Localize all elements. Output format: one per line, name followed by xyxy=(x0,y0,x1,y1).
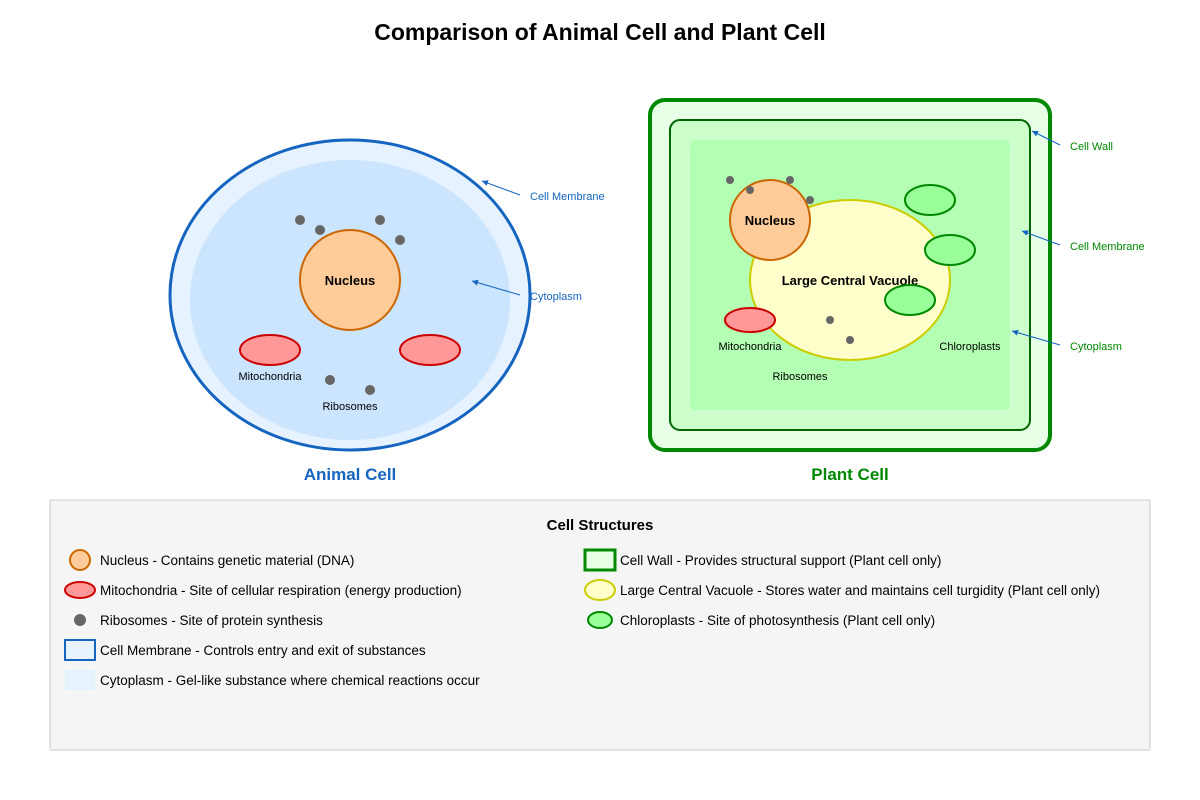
animal-ribosome xyxy=(295,215,305,225)
legend-vacuole-swatch xyxy=(584,579,616,601)
animal-ribosomes-label: Ribosomes xyxy=(322,401,378,413)
legend-ribosome-swatch xyxy=(74,614,86,626)
legend-cell-wall-swatch xyxy=(583,548,617,572)
legend-chloroplast-swatch xyxy=(587,611,613,629)
animal-ribosome xyxy=(315,225,325,235)
plant-vacuole-label: Large Central Vacuole xyxy=(782,273,919,288)
plant-cell-membrane-label: Cell Membrane xyxy=(1070,241,1145,253)
legend-title: Cell Structures xyxy=(547,517,654,534)
plant-mitochondria-label: Mitochondria xyxy=(719,341,783,353)
legend-mitochondria-swatch xyxy=(64,581,96,599)
legend-membrane-swatch xyxy=(64,639,96,661)
animal-cell: Nucleus Mitochondria Ribosomes Cell Memb… xyxy=(168,138,605,484)
plant-mitochondrion xyxy=(724,307,776,333)
legend-item-cell-membrane: Cell Membrane - Controls entry and exit … xyxy=(100,643,426,658)
legend: Cell Structures Nucleus - Contains genet… xyxy=(49,499,1151,751)
legend-item-cytoplasm: Cytoplasm - Gel-like substance where che… xyxy=(100,673,480,688)
plant-ribosome xyxy=(846,336,854,344)
plant-chloroplast xyxy=(904,184,956,216)
animal-cytoplasm-label: Cytoplasm xyxy=(530,291,582,303)
plant-membrane-pointer xyxy=(1021,230,1061,246)
plant-chloroplast xyxy=(924,234,976,266)
animal-ribosome xyxy=(375,215,385,225)
plant-chloroplasts-label: Chloroplasts xyxy=(939,341,1001,353)
page-title: Comparison of Animal Cell and Plant Cell xyxy=(374,19,826,45)
animal-cytoplasm-pointer xyxy=(471,279,521,296)
plant-ribosome xyxy=(726,176,734,184)
legend-item-chloroplasts: Chloroplasts - Site of photosynthesis (P… xyxy=(620,613,935,628)
animal-mitochondrion xyxy=(399,334,461,366)
plant-ribosome xyxy=(786,176,794,184)
plant-cell-wall-label: Cell Wall xyxy=(1070,141,1113,153)
legend-item-cell-wall: Cell Wall - Provides structural support … xyxy=(620,553,941,568)
legend-item-nucleus: Nucleus - Contains genetic material (DNA… xyxy=(100,553,354,568)
plant-nucleus xyxy=(729,179,811,261)
plant-ribosome xyxy=(826,316,834,324)
animal-mitochondria-label: Mitochondria xyxy=(239,371,303,383)
animal-ribosome xyxy=(365,385,375,395)
animal-mitochondrion xyxy=(239,334,301,366)
plant-cell: Large Central Vacuole Nucleus Chloroplas… xyxy=(648,98,1145,484)
legend-nucleus-swatch xyxy=(69,549,91,571)
plant-ribosomes-label: Ribosomes xyxy=(772,371,828,383)
plant-cytoplasm-pointer xyxy=(1011,329,1061,346)
animal-ribosome xyxy=(325,375,335,385)
plant-cell-title: Plant Cell xyxy=(811,465,888,484)
animal-nucleus-label: Nucleus xyxy=(325,273,376,288)
plant-cytoplasm-label: Cytoplasm xyxy=(1070,341,1122,353)
animal-cell-title: Animal Cell xyxy=(304,465,397,484)
plant-nucleus-label: Nucleus xyxy=(745,213,796,228)
animal-membrane-pointer xyxy=(481,180,521,196)
legend-item-ribosomes: Ribosomes - Site of protein synthesis xyxy=(100,613,323,628)
plant-ribosome xyxy=(746,186,754,194)
legend-cytoplasm-swatch xyxy=(65,670,95,690)
plant-wall-pointer xyxy=(1031,130,1061,146)
animal-ribosome xyxy=(395,235,405,245)
animal-cell-membrane-label: Cell Membrane xyxy=(530,191,605,203)
legend-item-vacuole: Large Central Vacuole - Stores water and… xyxy=(620,583,1100,598)
legend-item-mitochondria: Mitochondria - Site of cellular respirat… xyxy=(100,583,462,598)
animal-nucleus xyxy=(299,229,401,331)
plant-chloroplast xyxy=(884,284,936,316)
plant-ribosome xyxy=(806,196,814,204)
